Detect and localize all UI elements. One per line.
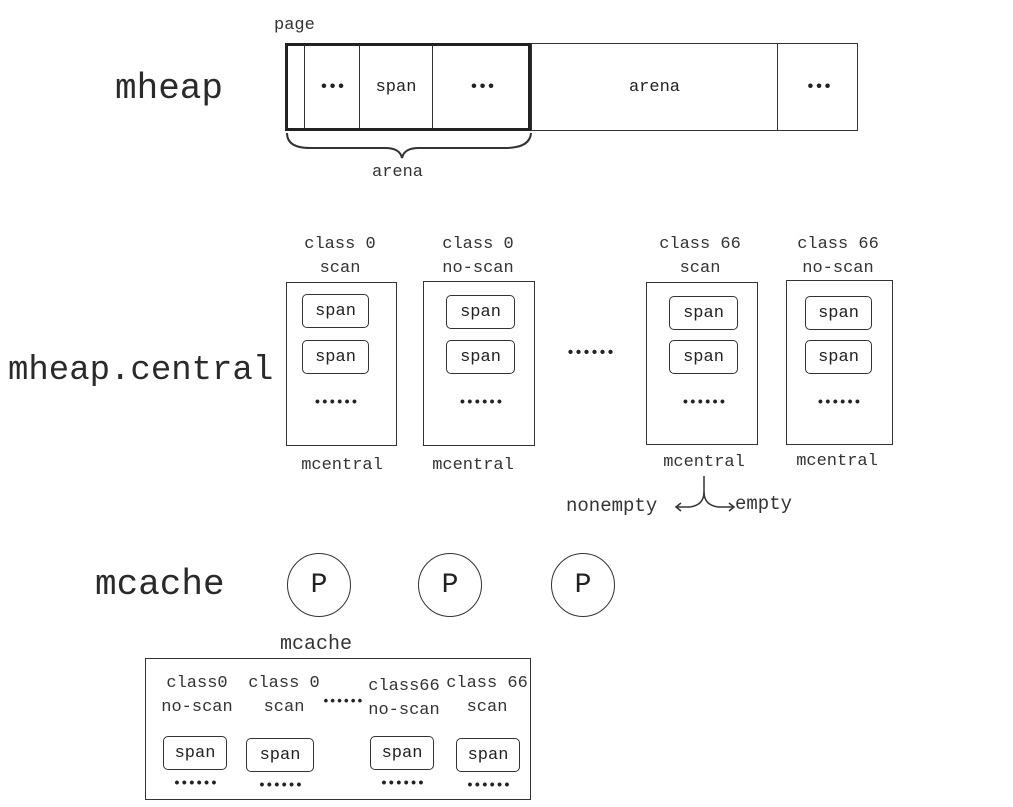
mcache-col-2-kind: scan	[263, 698, 305, 717]
mheap-cell-span: span	[360, 44, 433, 130]
empty-label: empty	[735, 493, 793, 515]
mcache-col-4-class: class 66	[446, 674, 528, 693]
nonempty-label: nonempty	[566, 495, 658, 517]
mcache-box: class0 no-scan span •••••• class 0 scan …	[145, 658, 531, 800]
processor-2: P	[418, 553, 482, 617]
mcache-col-1-span: span	[163, 736, 227, 770]
processor-3: P	[551, 553, 615, 617]
central-col-1-class: class 0	[304, 235, 376, 254]
mcache-col-1-kind: no-scan	[161, 698, 233, 717]
mcache-box-title: mcache	[280, 633, 353, 656]
mcache-col-2-class: class 0	[248, 674, 320, 693]
mcache-col-4-span: span	[456, 738, 520, 772]
mcache-col-1-header: class0 no-scan	[154, 672, 240, 720]
mcache-label: mcache	[95, 564, 225, 605]
processor-1: P	[287, 553, 351, 617]
mcache-col-3-span: span	[370, 736, 434, 770]
central-col-1-span-1: span	[302, 294, 369, 328]
mcentral-box-1: span span ••••••	[286, 282, 397, 446]
central-col-2-span-1: span	[446, 295, 515, 329]
central-col-3-header: class 66 scan	[655, 233, 745, 281]
mcache-col-2-dots: ••••••	[257, 778, 303, 794]
mheap-bar: ••• span ••• arena •••	[285, 43, 858, 131]
central-col-2-span-2: span	[446, 340, 515, 374]
mheap-cell-dots-2: •••	[433, 44, 532, 130]
central-col-4-footer: mcentral	[796, 452, 878, 471]
central-col-1-span-2: span	[302, 340, 369, 374]
mcentral-box-3: span span ••••••	[646, 282, 758, 445]
central-col-3-kind: scan	[679, 259, 721, 278]
mcache-col-4-kind: scan	[466, 698, 508, 717]
central-col-2-header: class 0 no-scan	[433, 233, 523, 281]
central-col-4-dots: ••••••	[816, 395, 861, 411]
mcache-col-2-header: class 0 scan	[242, 672, 326, 720]
empty-arrow	[703, 491, 733, 508]
mheap-label: mheap	[115, 68, 224, 109]
central-col-2-footer: mcentral	[432, 456, 514, 475]
nonempty-arrow	[677, 476, 705, 508]
mcentral-box-4: span span ••••••	[786, 280, 893, 445]
central-col-1-header: class 0 scan	[300, 233, 380, 281]
mcache-col-1-class: class0	[166, 674, 228, 693]
central-col-3-footer: mcentral	[663, 453, 745, 472]
mcache-col-3-class: class66	[368, 677, 440, 696]
arena-brace-label: arena	[372, 163, 424, 182]
central-col-1-kind: scan	[319, 259, 361, 278]
central-col-4-kind: no-scan	[802, 259, 874, 278]
central-col-2-kind: no-scan	[442, 259, 514, 278]
central-col-3-span-2: span	[669, 340, 738, 374]
central-gap-dots: ••••••	[565, 345, 615, 362]
central-col-4-span-1: span	[805, 296, 872, 330]
mcache-col-1-dots: ••••••	[172, 776, 218, 792]
mcache-col-4-dots: ••••••	[465, 778, 511, 794]
central-col-4-header: class 66 no-scan	[793, 233, 883, 281]
arena-brace	[286, 132, 532, 159]
central-col-4-span-2: span	[805, 340, 872, 374]
mcache-col-3-kind: no-scan	[368, 701, 440, 720]
mcache-col-3-header: class66 no-scan	[362, 675, 446, 723]
central-col-4-class: class 66	[797, 235, 879, 254]
mcentral-box-2: span span ••••••	[423, 281, 535, 446]
central-col-3-class: class 66	[659, 235, 741, 254]
page-cell	[286, 44, 305, 130]
mcache-col-4-header: class 66 scan	[446, 672, 528, 720]
mheap-cell-dots-3: •••	[805, 78, 833, 96]
first-arena-outline	[285, 43, 531, 131]
central-label: mheap.central	[8, 352, 274, 390]
mcache-col-3-dots: ••••••	[379, 776, 425, 792]
central-col-2-dots: ••••••	[458, 395, 503, 411]
central-col-2-class: class 0	[442, 235, 514, 254]
central-col-3-span-1: span	[669, 296, 738, 330]
page-label: page	[274, 16, 315, 35]
central-col-1-footer: mcentral	[301, 456, 383, 475]
mheap-cell-arena: arena	[532, 44, 778, 130]
mheap-cell-dots-1: •••	[305, 44, 360, 130]
central-col-1-dots: ••••••	[313, 395, 358, 411]
mcache-gap-dots: ••••••	[322, 694, 364, 709]
central-col-3-dots: ••••••	[681, 395, 726, 411]
mcache-col-2-span: span	[246, 738, 314, 772]
